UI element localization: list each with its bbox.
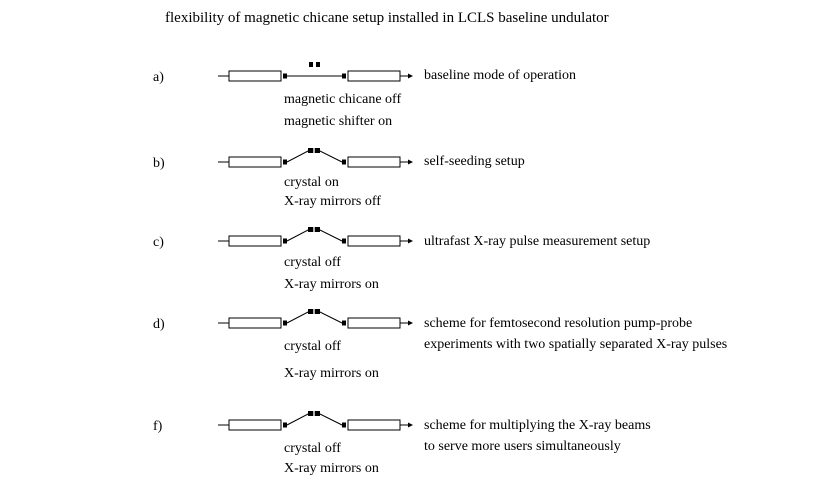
- chicane-magnet: [342, 422, 346, 428]
- row-label: c): [153, 235, 164, 250]
- arrow-head: [408, 320, 413, 326]
- row-note: magnetic chicane off: [284, 92, 401, 107]
- row-description: baseline mode of operation: [424, 68, 576, 83]
- chicane-magnet: [342, 320, 346, 326]
- arrow-head: [408, 238, 413, 244]
- chicane-magnet: [283, 159, 287, 165]
- chicane-magnet: [283, 320, 287, 326]
- diagram-title: flexibility of magnetic chicane setup in…: [165, 10, 609, 26]
- row-note: crystal off: [284, 339, 341, 354]
- setup-row: a) baseline mode of operation magnetic chi…: [153, 62, 576, 129]
- row-description: to serve more users simultaneously: [424, 439, 621, 454]
- setup-rows: a) baseline mode of operation magnetic chi…: [153, 62, 727, 476]
- chicane-magnet: [283, 422, 287, 428]
- magnetic-shifter: [309, 62, 313, 67]
- row-label: f): [153, 419, 163, 434]
- arrow-head: [408, 159, 413, 165]
- row-description: ultrafast X-ray pulse measurement setup: [424, 234, 650, 249]
- row-label: b): [153, 156, 165, 171]
- undulator-segment-right: [347, 317, 401, 329]
- undulator-segment-right: [347, 70, 401, 82]
- row-note: X-ray mirrors on: [284, 366, 379, 381]
- undulator-segment-left: [228, 235, 282, 247]
- chicane-magnet: [283, 73, 287, 79]
- row-description: self-seeding setup: [424, 154, 525, 169]
- chicane-magnet: [342, 238, 346, 244]
- row-note: X-ray mirrors on: [284, 277, 379, 292]
- row-label: a): [153, 70, 164, 85]
- arrow-head: [408, 73, 413, 79]
- setup-row: d) scheme for femtosecond resolution pump…: [153, 309, 727, 381]
- magnetic-shifter: [316, 62, 320, 67]
- row-note: crystal off: [284, 255, 341, 270]
- undulator-segment-left: [228, 317, 282, 329]
- row-note: crystal off: [284, 441, 341, 456]
- chicane-magnet: [342, 73, 346, 79]
- row-description: scheme for femtosecond resolution pump-p…: [424, 316, 692, 331]
- setup-row: b) self-seeding setup crystal on X-ray mirr…: [153, 148, 525, 209]
- undulator-segment-left: [228, 419, 282, 431]
- row-label: d): [153, 317, 165, 332]
- undulator-segment-left: [228, 70, 282, 82]
- row-note: X-ray mirrors on: [284, 461, 379, 476]
- undulator-segment-right: [347, 235, 401, 247]
- row-description: experiments with two spatially separated…: [424, 337, 727, 352]
- chicane-magnet: [342, 159, 346, 165]
- row-note: magnetic shifter on: [284, 114, 392, 129]
- undulator-segment-right: [347, 419, 401, 431]
- chicane-magnet: [283, 238, 287, 244]
- setup-row: f) scheme for multiplying the X-ray beams…: [153, 411, 651, 476]
- arrow-head: [408, 422, 413, 428]
- row-note: crystal on: [284, 175, 339, 190]
- setup-row: c) ultrafast X-ray pulse measurement setu…: [153, 227, 650, 292]
- row-note: X-ray mirrors off: [284, 194, 381, 209]
- undulator-segment-right: [347, 156, 401, 168]
- row-description: scheme for multiplying the X-ray beams: [424, 418, 651, 433]
- undulator-segment-left: [228, 156, 282, 168]
